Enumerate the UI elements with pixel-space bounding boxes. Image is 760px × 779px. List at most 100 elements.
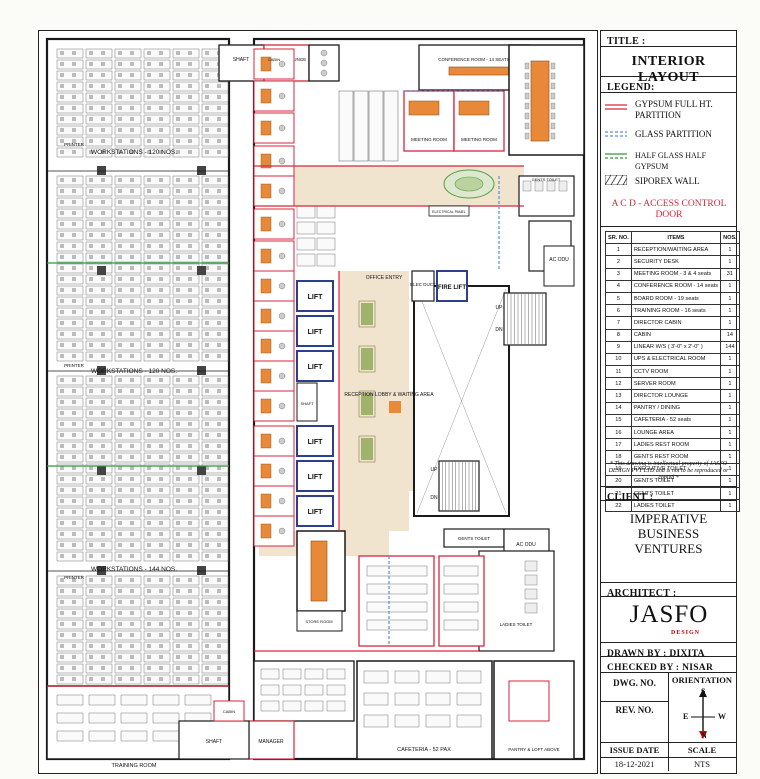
compass-s: S <box>701 687 706 696</box>
chair-icon <box>147 95 151 99</box>
workstation-desk <box>143 136 171 147</box>
scale-label: SCALE <box>687 745 717 755</box>
workstation-desk <box>114 608 142 619</box>
chair-icon <box>188 332 192 336</box>
workstation-desk <box>56 114 84 125</box>
chair-icon <box>176 677 180 681</box>
chair-icon <box>188 644 192 648</box>
chair-icon <box>188 255 192 259</box>
workstation-desk <box>114 507 142 518</box>
chair-icon <box>217 389 221 393</box>
chair-icon <box>188 233 192 237</box>
chair-icon <box>205 299 209 303</box>
title-label: TITLE : <box>607 36 646 47</box>
chair-icon <box>188 666 192 670</box>
chair-icon <box>118 277 122 281</box>
chair-icon <box>147 578 151 582</box>
chair-icon <box>89 488 93 492</box>
workstation-desk <box>114 529 142 540</box>
chair-icon <box>101 644 105 648</box>
chair-icon <box>188 117 192 121</box>
chair-icon <box>147 288 151 292</box>
chair-icon <box>101 477 105 481</box>
chair-icon <box>118 266 122 270</box>
workstation-desk <box>114 551 142 562</box>
training-desk <box>184 694 212 706</box>
copyright-note: * This drawing is intellectual property … <box>608 461 729 481</box>
chair-icon <box>101 600 105 604</box>
chair-icon <box>130 444 134 448</box>
chair-icon <box>130 211 134 215</box>
structural-column <box>97 166 106 175</box>
lift-label: LIFT <box>308 364 323 371</box>
chair-icon <box>147 233 151 237</box>
cabin <box>253 208 295 240</box>
workstation-desk <box>114 397 142 408</box>
workstation-desk <box>172 219 200 230</box>
chair-icon <box>60 655 64 659</box>
schedule-srno: 11 <box>605 365 632 379</box>
chair-icon <box>72 299 76 303</box>
cafeteria-label: CAFETERIA - 52 PAX <box>397 747 451 753</box>
chair-icon <box>176 310 180 314</box>
workstation-desk <box>143 70 171 81</box>
chair-icon <box>188 139 192 143</box>
workstation-desk <box>56 663 84 674</box>
chair-icon <box>130 244 134 248</box>
cabin-desk <box>260 398 272 414</box>
chair-icon <box>188 378 192 382</box>
chair-icon <box>72 578 76 582</box>
chair-icon <box>217 488 221 492</box>
workstation-desk <box>143 619 171 630</box>
chair-icon <box>130 299 134 303</box>
chair-icon <box>524 82 530 90</box>
ladies-toilet-south <box>478 550 555 652</box>
workstation-desk <box>201 496 229 507</box>
chair-icon <box>188 51 192 55</box>
workstation-desk <box>114 125 142 136</box>
workstation-desk <box>172 529 200 540</box>
chair-icon <box>147 532 151 536</box>
chair-icon <box>118 128 122 132</box>
cabin <box>253 145 295 177</box>
chair-icon <box>205 73 209 77</box>
chair-icon <box>176 378 180 382</box>
chair-icon <box>147 222 151 226</box>
schedule-header-srno: SR. NO. <box>605 230 632 245</box>
cabin <box>253 300 295 332</box>
workstation-desk <box>114 59 142 70</box>
chair-icon <box>60 150 64 154</box>
store-room-label: STORE ROOM <box>305 619 332 624</box>
workstation-desk <box>201 641 229 652</box>
chair-icon <box>205 499 209 503</box>
workstation-desk <box>201 408 229 419</box>
chair-icon <box>217 633 221 637</box>
chair-icon <box>217 433 221 437</box>
workstation-desk <box>85 652 113 663</box>
chair-icon <box>205 62 209 66</box>
plant-icon <box>361 303 373 325</box>
workstation-desk <box>143 175 171 186</box>
schedule-item: LADIES REST ROOM <box>630 438 722 452</box>
board-room-table <box>530 60 550 142</box>
chair-icon <box>72 51 76 55</box>
chair-icon <box>89 600 93 604</box>
chair-icon <box>205 488 209 492</box>
chair-icon <box>72 211 76 215</box>
cabin-desk-column <box>368 90 384 162</box>
chair-icon <box>278 342 286 350</box>
cafeteria-table <box>363 670 389 684</box>
workstation-desk <box>201 230 229 241</box>
chair-icon <box>89 521 93 525</box>
workstation-desk <box>56 252 84 263</box>
cabin <box>253 330 295 362</box>
chair-icon <box>205 244 209 248</box>
meeting-desk <box>366 583 428 595</box>
workstation-desk <box>56 518 84 529</box>
chair-icon <box>130 466 134 470</box>
reception-desk <box>389 401 401 413</box>
chair-icon <box>89 389 93 393</box>
workstation-desk <box>56 540 84 551</box>
